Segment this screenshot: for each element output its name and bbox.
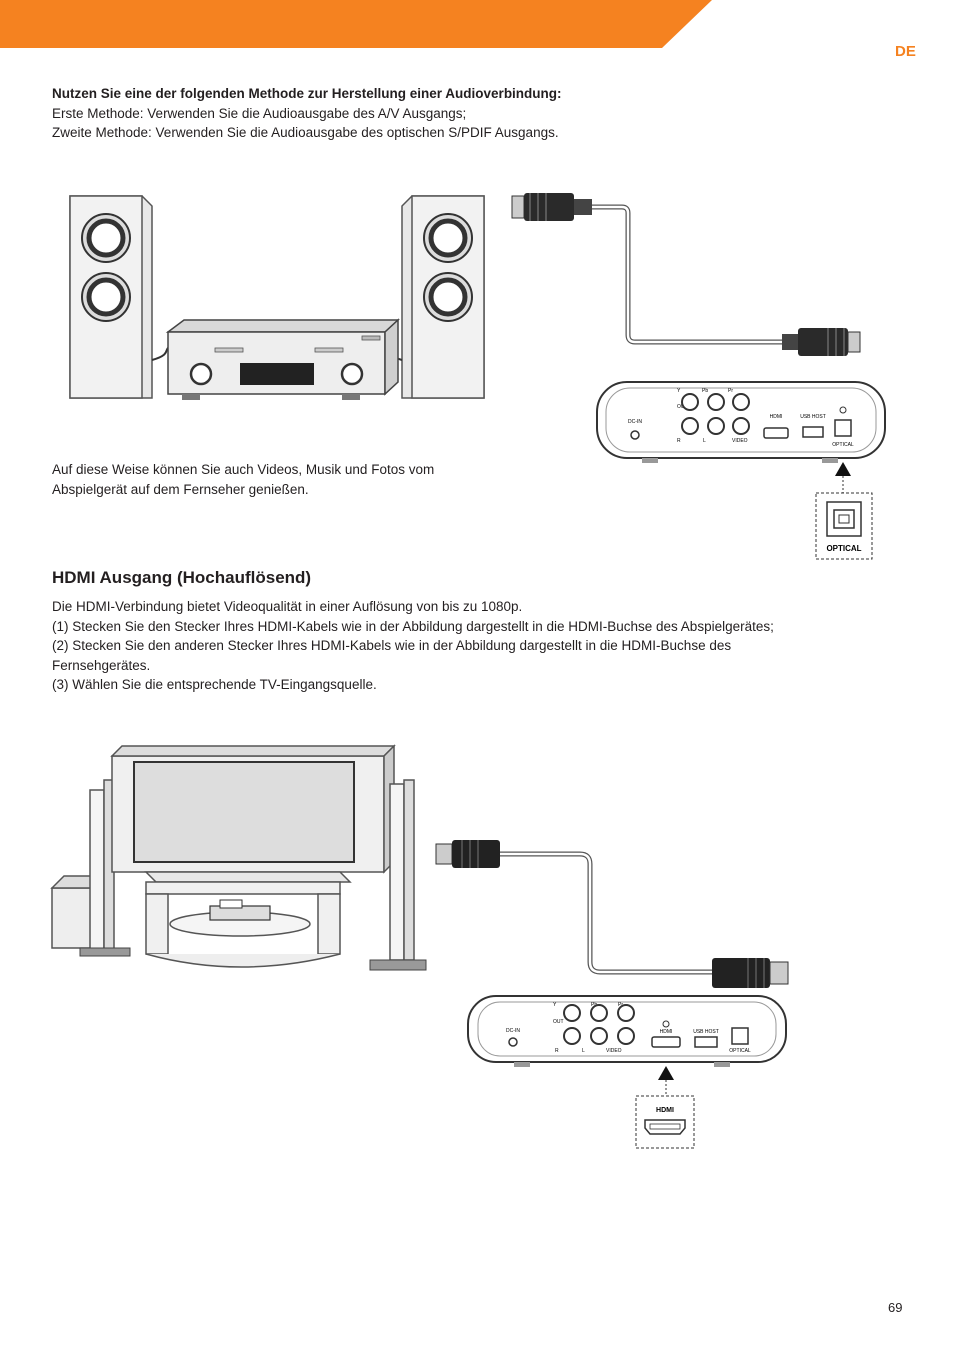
media-player-back-panel-2: DC-IN OUT Y Pb Pr R L VIDEO HDMI USB HOS… [467,995,787,1067]
y-label-2: Y [553,1002,557,1008]
media-player-back-panel: DC-IN OUT Y Pb Pr R L VIDEO HDMI USB HOS… [596,381,886,463]
video-label-2: VIDEO [606,1048,622,1054]
optical-connection-figure: DC-IN OUT Y Pb Pr R L VIDEO HDMI USB HOS… [69,193,886,560]
pb-label: Pb [702,388,708,394]
hdmi-line-3b: Fernsehgerätes. [52,657,151,673]
optical-callout-label: OPTICAL [826,544,861,553]
audio-caption-line-1: Auf diese Weise können Sie auch Videos, … [52,462,435,477]
audio-caption: Auf diese Weise können Sie auch Videos, … [52,460,492,499]
audio-intro: Nutzen Sie eine der folgenden Methode zu… [52,84,892,143]
header-band [0,0,712,48]
right-tower-speaker [369,779,427,971]
hdmi-port-label: HDMI [770,414,783,420]
audio-caption-line-2: Abspielgerät auf dem Fernseher genießen. [52,481,309,497]
hdmi-line-2: (1) Stecken Sie den Stecker Ihres HDMI-K… [52,618,774,634]
usb-host-label-2: USB HOST [693,1029,719,1035]
hdmi-callout-label: HDMI [656,1107,674,1114]
hdmi-connection-figure: DC-IN OUT Y Pb Pr R L VIDEO HDMI USB HOS… [50,744,789,1149]
hdmi-line-4: (3) Wählen Sie die entsprechende TV-Eing… [52,677,377,692]
hdmi-cable [435,840,789,988]
left-tower-speaker [50,779,131,957]
dc-in-label-2: DC-IN [506,1028,520,1034]
language-tag: DE [895,43,916,60]
y-label: Y [677,388,681,394]
hdmi-instructions: Die HDMI-Verbindung bietet Videoqualität… [52,597,902,695]
l-label: L [703,438,706,444]
hdmi-line-1: Die HDMI-Verbindung bietet Videoqualität… [52,599,523,614]
optical-port-label-2: OPTICAL [729,1048,751,1054]
optical-callout: OPTICAL [815,462,873,560]
tv-stand [144,871,352,968]
left-speaker [69,195,153,399]
hdmi-line-3a: (2) Stecken Sie den anderen Stecker Ihre… [52,638,732,653]
amplifier [165,318,400,400]
right-speaker [401,195,485,399]
hdmi-callout: HDMI [635,1066,695,1149]
optical-port-label: OPTICAL [832,442,854,448]
dc-in-label: DC-IN [628,419,642,425]
video-label: VIDEO [732,438,748,444]
audio-method-1: Erste Methode: Verwenden Sie die Audioau… [52,105,467,121]
television [110,744,396,874]
l-label-2: L [582,1048,585,1054]
pr-label: Pr [728,388,733,394]
hdmi-section-title: HDMI Ausgang (Hochauflösend) [52,568,312,587]
r-label: R [677,438,681,444]
audio-heading: Nutzen Sie eine der folgenden Methode zu… [52,86,562,101]
page-number: 69 [888,1300,903,1315]
r-label-2: R [555,1048,559,1054]
usb-host-label: USB HOST [800,414,826,420]
audio-method-2: Zweite Methode: Verwenden Sie die Audioa… [52,125,559,140]
optical-cable [511,193,861,356]
pr-label-2: Pr [618,1002,623,1008]
out-label-2: OUT [553,1019,564,1025]
hdmi-port-label-2: HDMI [660,1029,673,1035]
out-label: OUT [677,404,688,410]
pb-label-2: Pb [591,1002,597,1008]
